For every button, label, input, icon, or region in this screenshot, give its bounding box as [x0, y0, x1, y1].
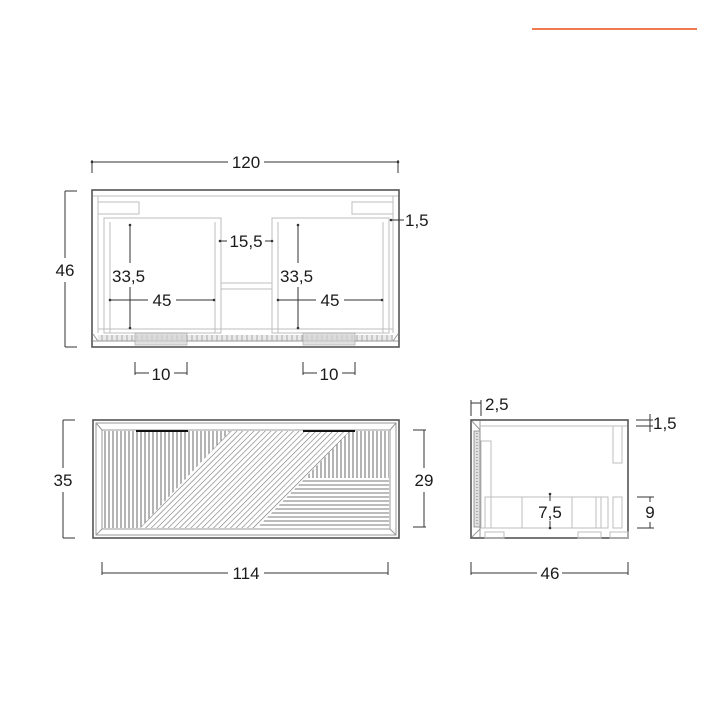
dim-front-panel-thickness: 2,5 [470, 395, 509, 416]
dim-label: 46 [541, 564, 560, 583]
dim-label: 10 [152, 365, 171, 384]
dim-label: 1,5 [653, 414, 677, 433]
dim-label: 120 [232, 153, 260, 172]
dim-handle-right: 10 [302, 362, 356, 384]
dim-overall-height: 35 [54, 419, 75, 539]
dim-label: 45 [153, 291, 172, 310]
dim-bottom-clearance: 9 [637, 496, 655, 529]
dim-label: 9 [645, 503, 654, 522]
dim-label: 15,5 [229, 232, 262, 251]
top-plan-view: 120 46 [56, 153, 429, 384]
dim-label: 1,5 [405, 211, 429, 230]
front-elevation-view: 35 29 [54, 419, 434, 583]
dim-top-thickness: 1,5 [636, 414, 677, 433]
dim-label: 35 [54, 471, 73, 490]
handle-left [134, 332, 188, 346]
dim-side-depth: 46 [470, 562, 629, 583]
dim-label: 7,5 [538, 503, 562, 522]
dim-center-gap: 15,5 [218, 232, 274, 251]
dim-label: 45 [321, 291, 340, 310]
cabinet-top-outline [91, 189, 400, 348]
dim-front-width: 114 [101, 562, 389, 583]
dim-basin-right: 33,5 45 [276, 223, 384, 330]
dim-inner-step: 7,5 [538, 492, 562, 530]
dim-label: 29 [415, 471, 434, 490]
dim-label: 46 [56, 261, 75, 280]
dim-label: 33,5 [112, 267, 145, 286]
dim-overall-depth: 46 [56, 190, 77, 348]
dim-basin-left: 33,5 45 [108, 223, 216, 330]
cabinet-side-outline [470, 419, 629, 539]
dim-label: 2,5 [485, 395, 509, 414]
dim-edge-offset: 1,5 [389, 211, 429, 230]
dim-label: 114 [232, 564, 259, 583]
drawer-front-pattern [103, 430, 389, 528]
dim-handle-left: 10 [134, 362, 188, 384]
dim-label: 33,5 [280, 267, 313, 286]
handle-right [302, 332, 356, 346]
dim-label: 10 [320, 365, 339, 384]
cabinet-front-outline [92, 419, 400, 539]
dim-drawer-height: 29 [413, 429, 434, 528]
dim-overall-width: 120 [90, 153, 400, 173]
side-section-view: 2,5 1,5 7,5 9 46 [470, 395, 677, 583]
